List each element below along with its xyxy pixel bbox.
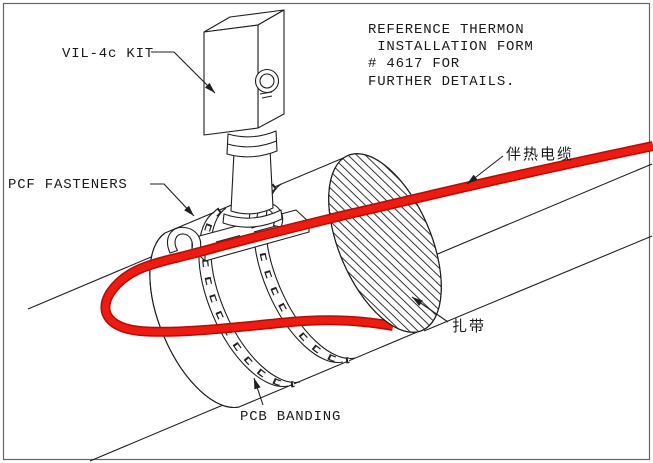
label-heat-trace-cable: 伴热电缆 — [506, 145, 574, 163]
annotations: REFERENCE THERMON INSTALLATION FORM # 46… — [8, 22, 574, 425]
pedestal — [222, 130, 283, 228]
box-knob-inner — [259, 73, 275, 89]
base-detail-line — [215, 234, 241, 243]
reference-note-line-3: # 4617 FOR — [368, 56, 460, 72]
label-pcb-banding: PCB BANDING — [240, 409, 341, 425]
reference-note-line-4: FURTHER DETAILS. — [368, 74, 515, 90]
band-slots — [203, 208, 295, 387]
label-band-tie: 扎带 — [452, 317, 486, 335]
pedestal-collar — [226, 130, 278, 158]
box-knob-thread — [261, 95, 273, 99]
pipe — [27, 163, 653, 462]
junction-box — [203, 9, 285, 136]
box-knob-thread — [259, 91, 273, 95]
banding-strap-left — [198, 207, 301, 388]
reference-note-line-1: REFERENCE THERMON — [368, 22, 524, 38]
pipe-edge-top-left — [27, 248, 171, 310]
band-edge — [198, 211, 289, 388]
leader-heat-trace-cable — [466, 155, 504, 185]
cable-core — [101, 253, 394, 336]
leader-band-tie — [411, 296, 449, 323]
leader-pcb-banding — [253, 377, 264, 406]
leader-lines — [150, 51, 504, 406]
cable-core — [179, 142, 653, 261]
box-front-face — [203, 24, 259, 136]
pedestal-flange — [222, 209, 283, 228]
pedestal-neck — [230, 148, 274, 215]
reference-note-line-2: INSTALLATION FORM — [368, 39, 534, 55]
pipe-edge-bottom-right — [423, 235, 653, 332]
base-detail-line — [253, 224, 279, 233]
heat-trace-cable-upper — [178, 141, 653, 262]
label-vil-kit: VIL-4c KIT — [62, 46, 154, 62]
pipe-edge-top-right — [427, 163, 653, 259]
band-edge — [210, 207, 301, 384]
pedestal-collar-ring — [227, 140, 277, 148]
pipe-edge-bottom-left — [89, 396, 243, 462]
box-right-face — [257, 9, 285, 129]
leader-pcf-fasteners — [150, 183, 195, 217]
heat-trace-cable-lower — [100, 252, 394, 337]
leader-vil-kit — [151, 51, 216, 94]
label-pcf-fasteners: PCF FASTENERS — [8, 177, 128, 193]
